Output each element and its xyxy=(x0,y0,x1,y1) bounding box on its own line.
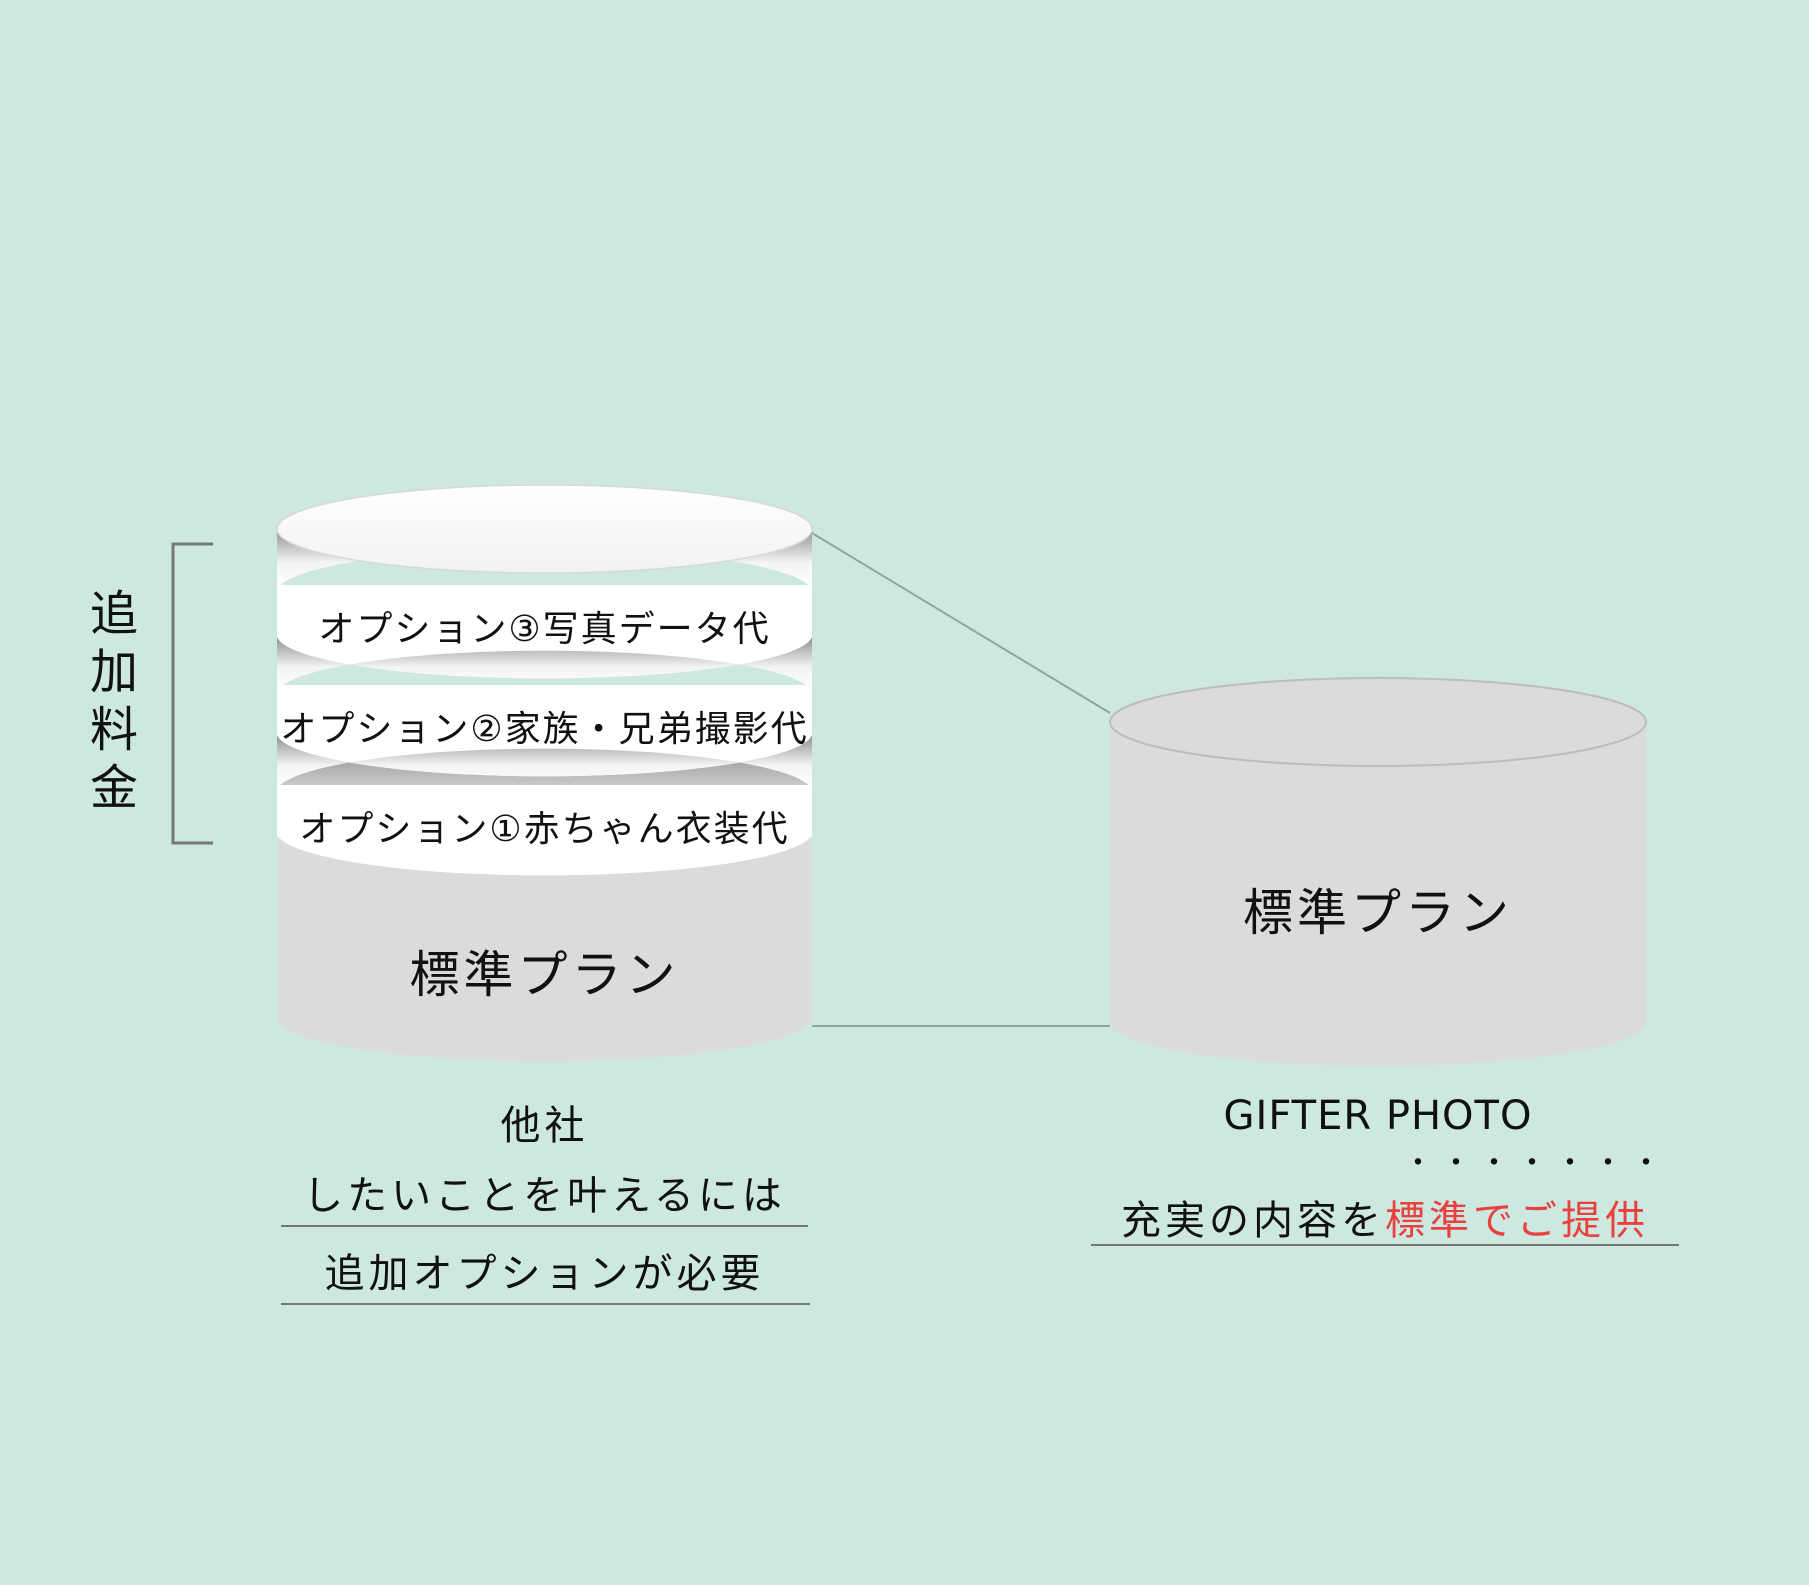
left-base-cylinder xyxy=(277,840,812,1062)
emphasis-dot: ・ xyxy=(1403,1146,1433,1181)
left-standard-plan-label: 標準プラン xyxy=(409,946,680,1004)
additional-fee-char: 加 xyxy=(89,644,138,700)
emphasis-dot: ・ xyxy=(1517,1146,1547,1181)
right-caption-line: 充実の内容を標準でご提供 xyxy=(1091,1188,1679,1246)
emphasis-dot: ・ xyxy=(1441,1146,1471,1181)
additional-fee-char: 金 xyxy=(89,760,138,816)
connector-top-line xyxy=(811,532,1111,714)
additional-fee-label: 追 加 料 金 xyxy=(84,585,144,817)
right-cylinder xyxy=(1109,677,1647,1066)
right-caption-title: GIFTER PHOTO xyxy=(1223,1093,1533,1139)
emphasis-dot: ・ xyxy=(1555,1146,1585,1181)
emphasis-dot: ・ xyxy=(1479,1146,1509,1181)
additional-fee-char: 料 xyxy=(89,702,138,758)
additional-fee-char: 追 xyxy=(89,586,138,642)
option-3-label: オプション③写真データ代 xyxy=(318,609,771,650)
additional-fee-bracket xyxy=(171,542,213,845)
option-1-label: オプション①赤ちゃん衣装代 xyxy=(299,809,790,850)
emphasis-dot: ・ xyxy=(1593,1146,1623,1181)
option-layer-2 xyxy=(277,685,812,790)
option-layer-3 xyxy=(277,585,812,692)
right-caption-normal: 充実の内容を xyxy=(1121,1198,1385,1244)
emphasis-dots: ・・・・・・・ xyxy=(1399,1138,1665,1182)
left-caption-title: 他社 xyxy=(500,1103,589,1149)
option-2-label: オプション②家族・兄弟撮影代 xyxy=(280,709,809,750)
right-caption-highlight: 標準でご提供 xyxy=(1385,1198,1649,1244)
emphasis-dot: ・ xyxy=(1631,1146,1661,1181)
right-standard-plan-label: 標準プラン xyxy=(1243,884,1513,942)
left-caption-line-1: したいことを叶えるには xyxy=(303,1173,786,1219)
left-top-cylinder xyxy=(276,484,813,590)
left-caption-line-2: 追加オプションが必要 xyxy=(324,1251,765,1297)
